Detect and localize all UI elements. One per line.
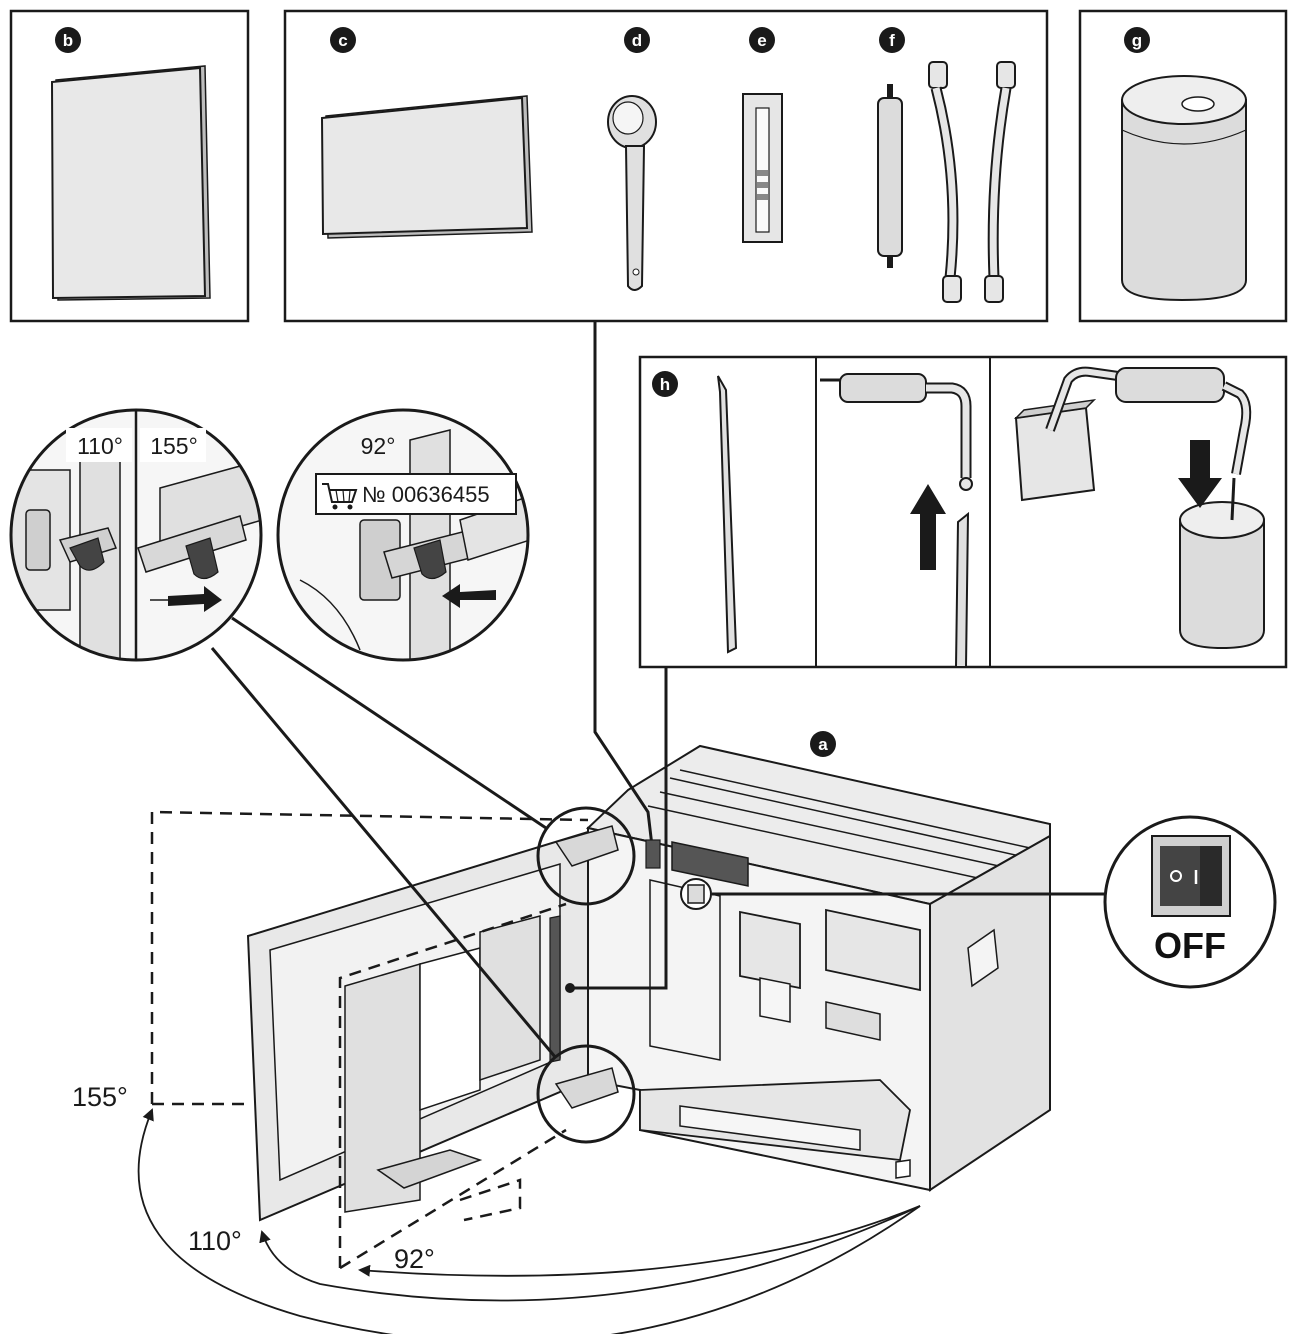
panel-h: h: [638, 355, 1288, 669]
badge-g: g: [1124, 27, 1150, 53]
panel-g: g: [1078, 9, 1288, 323]
water-filter-icon: [877, 84, 903, 268]
zoom-switch-off: OFF: [1103, 815, 1277, 989]
arrow-left-icon: [442, 584, 496, 608]
badge-b: b: [55, 27, 81, 53]
svg-text:h: h: [660, 375, 670, 394]
part-number: № 00636455: [362, 482, 490, 507]
door-angle-outlines: [150, 810, 589, 1270]
panel-c-f: c d e f: [283, 9, 1049, 323]
appliance: [246, 744, 1051, 1222]
svg-text:f: f: [889, 31, 895, 50]
badge-e: e: [749, 27, 775, 53]
arrow-right-icon: [168, 586, 222, 612]
panel-b: b: [9, 9, 250, 323]
svg-text:e: e: [757, 31, 766, 50]
water-hardness-strip-icon: [742, 93, 783, 243]
leader-lines: [210, 321, 1104, 1059]
zoom-angle-110: 110°: [77, 433, 123, 459]
arrow-down-icon: [1178, 440, 1222, 508]
measuring-spoon-icon: [607, 95, 657, 291]
badge-a: a: [810, 731, 836, 757]
zoom-hinge-92: 92° № 00636455: [276, 408, 530, 662]
container-icon: [1121, 75, 1247, 302]
svg-text:g: g: [1132, 31, 1142, 50]
hose-icon: [928, 61, 1016, 303]
hinge-highlight-bottom: [536, 1044, 636, 1144]
door-angle-92: 92°: [394, 1244, 435, 1274]
door-angle-155: 155°: [72, 1082, 128, 1112]
swing-arcs: [137, 1108, 921, 1334]
svg-text:a: a: [818, 735, 828, 754]
badge-d: d: [624, 27, 650, 53]
hinge-highlight-top: [536, 806, 636, 906]
badge-h: h: [652, 371, 678, 397]
svg-text:d: d: [632, 31, 642, 50]
filter-hose-icon: [820, 373, 973, 668]
svg-text:b: b: [63, 31, 73, 50]
arrow-up-icon: [910, 484, 946, 570]
filter-into-container-icon: [1013, 366, 1265, 650]
booklet-icon: [50, 65, 211, 301]
svg-text:c: c: [338, 31, 347, 50]
switch-state-label: OFF: [1154, 925, 1226, 966]
door-angle-110: 110°: [188, 1226, 242, 1256]
shopping-cart-icon: [322, 483, 358, 510]
zoom-angle-92: 92°: [361, 433, 396, 459]
quick-guide-icon: [320, 95, 533, 239]
tube-icon: [717, 375, 738, 654]
badge-c: c: [330, 27, 356, 53]
switch-on-body: [680, 878, 712, 910]
zoom-angle-155: 155°: [150, 433, 198, 459]
badge-f: f: [879, 27, 905, 53]
part-number-label: № 00636455: [315, 473, 517, 515]
zoom-hinge-110-155: 110° 155°: [9, 408, 263, 662]
